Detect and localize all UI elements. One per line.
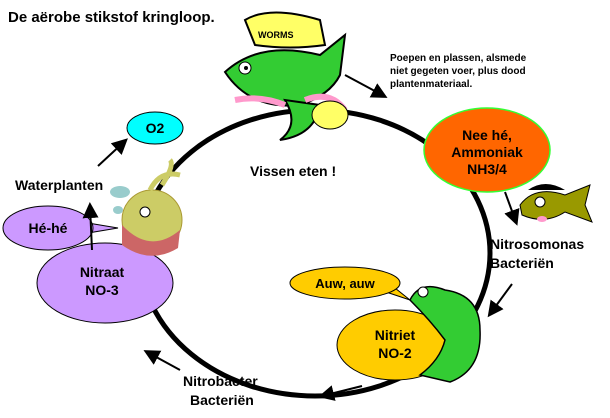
svg-text:Nitrosomonas: Nitrosomonas (490, 236, 584, 252)
lizard-illustration (409, 285, 481, 383)
nitrate-node: Nitraat NO-3 (36, 242, 174, 324)
arrow-waste (344, 74, 388, 98)
diagram-title: De aërobe stikstof kringloop. (8, 9, 215, 26)
water-creature-illustration (110, 158, 183, 256)
svg-text:Poepen en plassen, alsmede: Poepen en plassen, alsmede (390, 53, 527, 64)
svg-text:Auw, auw: Auw, auw (315, 276, 375, 291)
waterplants-label: Waterplanten (15, 177, 103, 193)
svg-text:Nee hé,: Nee hé, (462, 127, 512, 143)
waste-label: Poepen en plassen, alsmede niet gegeten … (390, 53, 527, 90)
sick-fish-illustration (519, 184, 593, 223)
arrow-to-o2 (97, 138, 128, 167)
svg-text:NO-2: NO-2 (378, 345, 412, 361)
arrow-nitrobacter (143, 350, 181, 371)
o2-node: O2 (126, 111, 184, 145)
eating-fish-illustration: WORMS (223, 11, 349, 141)
svg-text:Nitrobacter: Nitrobacter (183, 373, 258, 389)
fish-eat-label: Vissen eten ! (250, 163, 336, 179)
svg-text:Nitraat: Nitraat (80, 264, 125, 280)
nitrite-node: Nitriet NO-2 (336, 309, 454, 381)
ammonia-node: Nee hé, Ammoniak NH3/4 (423, 107, 551, 193)
svg-text:Hé-hé: Hé-hé (29, 220, 68, 236)
svg-text:plantenmateriaal.: plantenmateriaal. (390, 79, 472, 90)
arrow-nitrosomonas (487, 283, 513, 318)
nitrobacter-label: Nitrobacter Bacteriën (183, 373, 258, 408)
hat-text: WORMS (258, 30, 294, 40)
arrow-waterplants-up (82, 202, 99, 251)
svg-text:Bacteriën: Bacteriën (190, 392, 254, 408)
svg-text:Ammoniak: Ammoniak (451, 144, 523, 160)
svg-text:NH3/4: NH3/4 (467, 161, 507, 177)
svg-text:Nitriet: Nitriet (375, 327, 416, 343)
svg-text:Bacteriën: Bacteriën (490, 255, 554, 271)
nitrosomonas-label: Nitrosomonas Bacteriën (490, 236, 584, 271)
arrow-ammonia-down (504, 191, 520, 226)
svg-text:niet gegeten voer, plus dood: niet gegeten voer, plus dood (390, 66, 526, 77)
creature-speech-bubble: Hé-hé (2, 205, 119, 251)
svg-text:O2: O2 (146, 120, 165, 136)
svg-text:NO-3: NO-3 (85, 282, 119, 298)
lizard-speech-bubble: Auw, auw (289, 266, 411, 301)
arrow-nitrite (318, 385, 363, 401)
